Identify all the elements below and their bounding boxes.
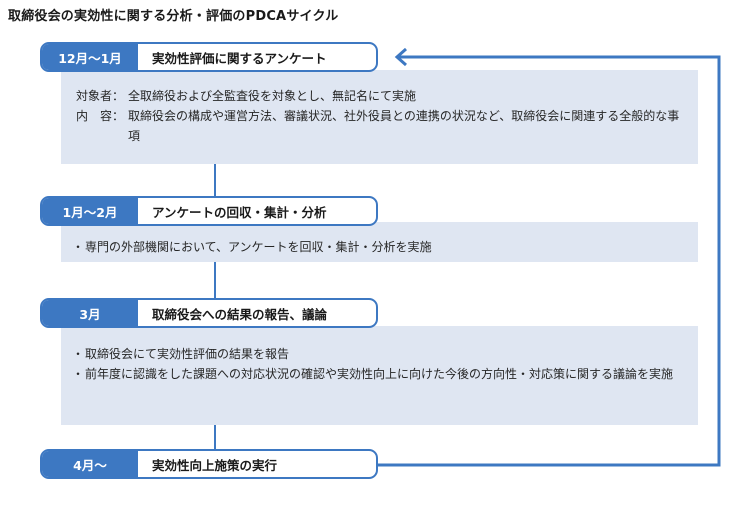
stage-name: 取締役会への結果の報告、議論	[152, 306, 328, 322]
stage-period: 12月～1月	[42, 44, 138, 70]
stage-period: 4月～	[42, 451, 138, 477]
stage-name: 実効性向上施策の実行	[152, 457, 278, 473]
stage-analysis-detail: ・ 専門の外部機関において、アンケートを回収・集計・分析を実施	[61, 222, 698, 262]
stage-survey: 12月～1月 実効性評価に関するアンケート	[40, 42, 378, 72]
detail-label: 対象者：	[76, 89, 125, 103]
connector-line	[214, 164, 216, 198]
connector-line	[214, 425, 216, 449]
detail-label: 内 容：	[76, 109, 125, 123]
stage-name: アンケートの回収・集計・分析	[152, 204, 327, 220]
page-title: 取締役会の実効性に関する分析・評価のPDCAサイクル	[8, 9, 339, 24]
connector-line	[214, 262, 216, 298]
detail-text: 取締役会の構成や運営方法、審議状況、社外役員との連携の状況など、取締役会に関連す…	[128, 109, 680, 143]
bullet-text: 取締役会にて実効性評価の結果を報告	[85, 347, 290, 361]
stage-execution: 4月～ 実効性向上施策の実行	[40, 449, 378, 479]
stage-period: 3月	[42, 300, 138, 326]
detail-row-target: 対象者： 全取締役および全監査役を対象とし、無記名にて実施	[76, 86, 684, 106]
detail-row-content: 内 容： 取締役会の構成や運営方法、審議状況、社外役員との連携の状況など、取締役…	[76, 106, 684, 146]
bullet-item: ・ 専門の外部機関において、アンケートを回収・集計・分析を実施	[71, 237, 684, 257]
bullet-dot: ・	[71, 367, 84, 381]
bullet-dot: ・	[71, 347, 84, 361]
stage-name: 実効性評価に関するアンケート	[152, 50, 327, 66]
bullet-text: 専門の外部機関において、アンケートを回収・集計・分析を実施	[85, 240, 432, 254]
bullet-dot: ・	[71, 240, 84, 254]
stage-survey-detail: 対象者： 全取締役および全監査役を対象とし、無記名にて実施 内 容： 取締役会の…	[61, 70, 698, 164]
stage-report-detail: ・ 取締役会にて実効性評価の結果を報告 ・ 前年度に認識をした課題への対応状況の…	[61, 326, 698, 425]
bullet-text: 前年度に認識をした課題への対応状況の確認や実効性向上に向けた今後の方向性・対応策…	[85, 367, 674, 381]
bullet-item: ・ 前年度に認識をした課題への対応状況の確認や実効性向上に向けた今後の方向性・対…	[71, 364, 684, 384]
stage-report: 3月 取締役会への結果の報告、議論	[40, 298, 378, 328]
stage-analysis: 1月～2月 アンケートの回収・集計・分析	[40, 196, 378, 226]
detail-text: 全取締役および全監査役を対象とし、無記名にて実施	[128, 89, 417, 103]
stage-period: 1月～2月	[42, 198, 138, 224]
bullet-item: ・ 取締役会にて実効性評価の結果を報告	[71, 344, 684, 364]
